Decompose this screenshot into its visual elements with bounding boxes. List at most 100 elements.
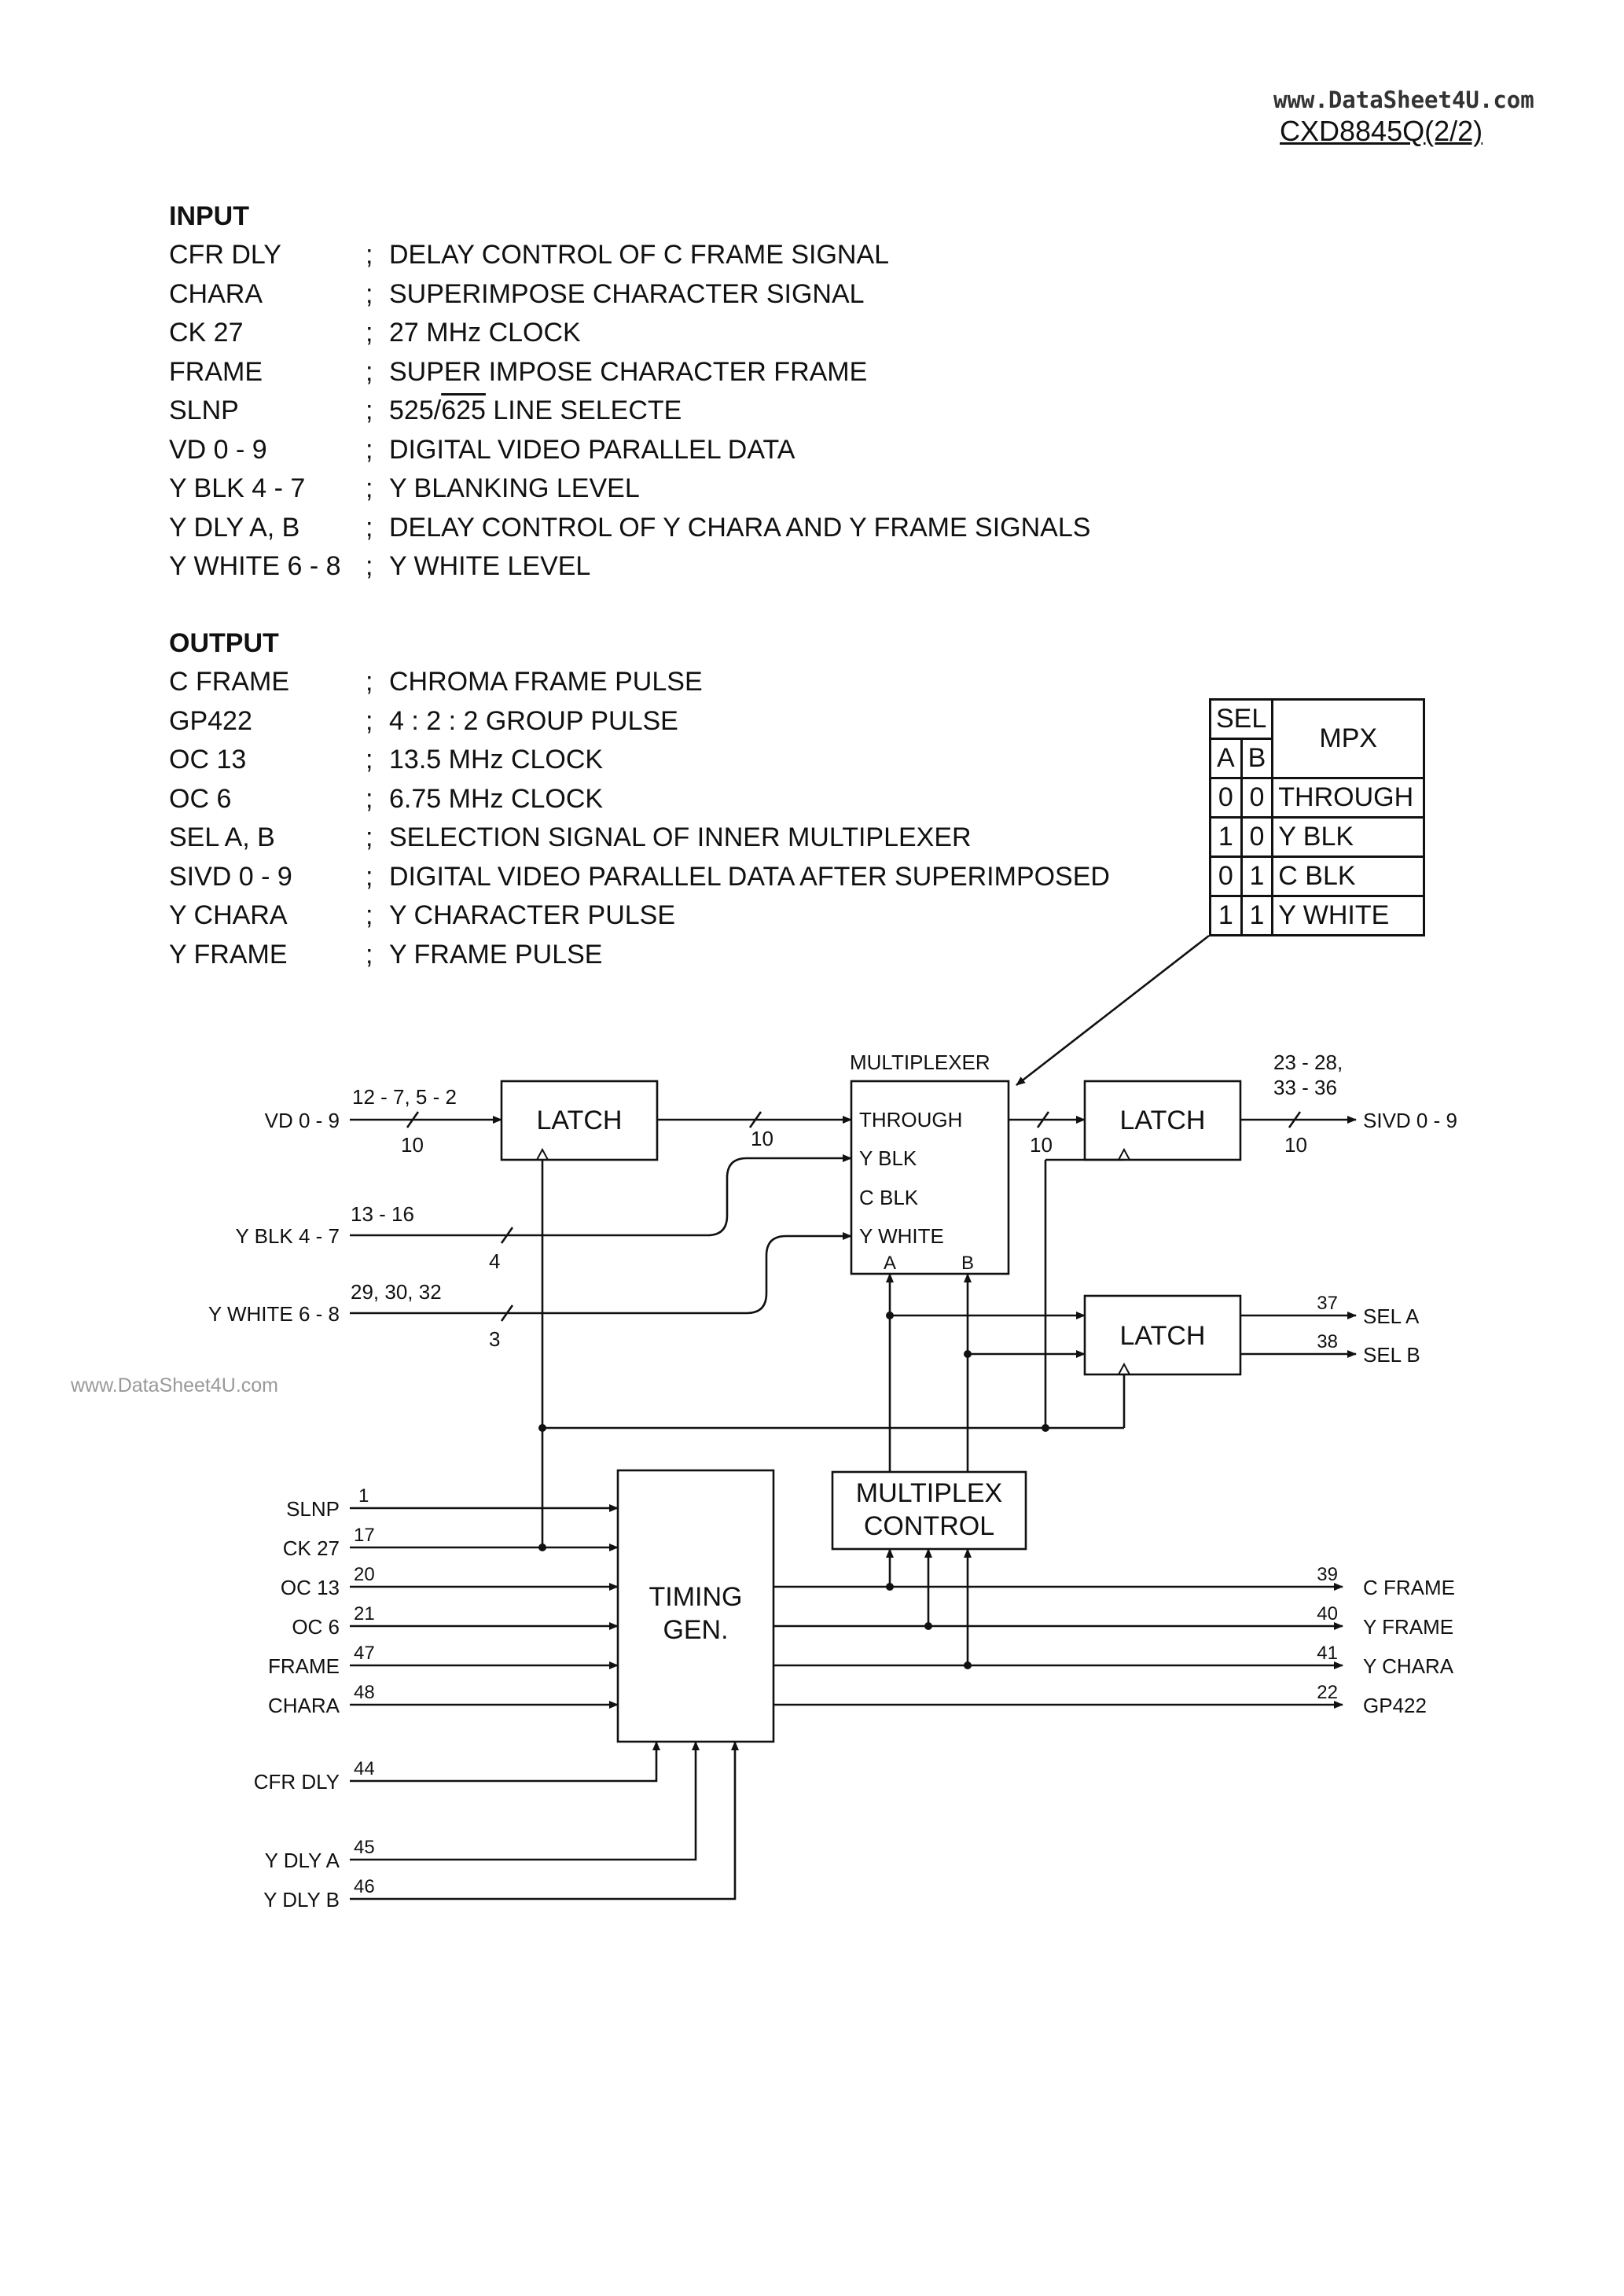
output-selb-name: SEL B: [1363, 1343, 1420, 1367]
mux-port-cblk: C BLK: [859, 1186, 919, 1209]
junction-dot: [924, 1622, 932, 1630]
signal-name: OC 13: [169, 745, 247, 775]
cell-a: 1: [1209, 895, 1243, 936]
signal-description: 4 : 2 : 2 GROUP PULSE: [389, 705, 678, 736]
cell-a: 1: [1209, 816, 1243, 858]
input-yblk-width: 4: [489, 1249, 500, 1273]
input-vd-pins: 12 - 7, 5 - 2: [352, 1085, 457, 1109]
signal-description: CHROMA FRAME PULSE: [389, 667, 703, 697]
input-def-row: FRAME;SUPER IMPOSE CHARACTER FRAME: [169, 356, 868, 387]
input-ywhite-name: Y WHITE 6 - 8: [208, 1302, 340, 1326]
signal-description: DIGITAL VIDEO PARALLEL DATA AFTER SUPERI…: [389, 861, 1110, 892]
output-selb-pin: 38: [1317, 1331, 1338, 1352]
latch-sel-label: LATCH: [1120, 1321, 1206, 1351]
mpx-header: MPX: [1271, 698, 1426, 779]
sel-mpx-truth-table: SEL MPX A B 0 0 THROUGH 1 0 Y BLK 0 1 C …: [1208, 698, 1426, 936]
output-sivd-pins-1: 23 - 28,: [1273, 1050, 1343, 1074]
signal-name: Y FRAME: [169, 939, 288, 970]
mux-port-a: A: [884, 1253, 896, 1274]
mux-port-yblk: Y BLK: [859, 1146, 917, 1170]
input-slnp-name: SLNP: [286, 1497, 340, 1521]
output-definition-list: C FRAME;CHROMA FRAME PULSE GP422;4 : 2 :…: [169, 663, 1110, 974]
signal-name: Y DLY A, B: [169, 512, 300, 543]
signal-description: DELAY CONTROL OF Y CHARA AND Y FRAME SIG…: [389, 512, 1091, 543]
input-vd-name: VD 0 - 9: [265, 1109, 340, 1132]
input-frame-pin: 47: [354, 1643, 375, 1664]
junction-dot: [538, 1424, 546, 1432]
timing-gen-label-2: GEN.: [663, 1615, 728, 1645]
output-def-row: OC 6;6.75 MHz CLOCK: [169, 783, 604, 814]
input-ydlya-pin: 45: [354, 1837, 375, 1858]
table-row: 1 0 Y BLK: [1209, 816, 1426, 858]
signal-description: DELAY CONTROL OF C FRAME SIGNAL: [389, 240, 890, 270]
output-def-row: OC 13;13.5 MHz CLOCK: [169, 745, 604, 775]
input-vd-width: 10: [401, 1133, 424, 1157]
input-def-row: SLNP;525/625 LINE SELECTE: [169, 396, 682, 426]
signal-description: SUPERIMPOSE CHARACTER SIGNAL: [389, 278, 865, 309]
latch-out-label: LATCH: [1120, 1106, 1206, 1135]
output-def-row: Y FRAME;Y FRAME PULSE: [169, 939, 603, 970]
mpx-control-label-1: MULTIPLEX: [856, 1478, 1002, 1508]
multiplexer-title: MULTIPLEXER: [850, 1050, 990, 1074]
bus-width-latch-mux: 10: [751, 1127, 773, 1150]
junction-dot: [1042, 1424, 1049, 1432]
output-gp422-name: GP422: [1363, 1694, 1427, 1717]
sel-header: SEL: [1208, 698, 1274, 740]
input-def-row: CFR DLY;DELAY CONTROL OF C FRAME SIGNAL: [169, 240, 890, 270]
signal-name: FRAME: [169, 356, 263, 387]
cell-b: 0: [1240, 816, 1274, 858]
slnp-525: 525/: [389, 396, 442, 426]
signal-name: SLNP: [169, 396, 239, 426]
cell-a: 0: [1209, 855, 1243, 897]
col-a-header: A: [1209, 738, 1243, 779]
cell-mpx: Y WHITE: [1271, 895, 1426, 936]
input-ydlyb-name: Y DLY B: [263, 1888, 340, 1911]
signal-description: SELECTION SIGNAL OF INNER MULTIPLEXER: [389, 822, 972, 853]
output-def-row: GP422;4 : 2 : 2 GROUP PULSE: [169, 705, 678, 736]
signal-name: VD 0 - 9: [169, 434, 267, 465]
input-def-row: Y DLY A, B;DELAY CONTROL OF Y CHARA AND …: [169, 512, 1091, 543]
input-section-title: INPUT: [169, 201, 249, 231]
cell-mpx: C BLK: [1271, 855, 1426, 897]
signal-description: Y WHITE LEVEL: [389, 551, 591, 582]
signal-description: SUPER IMPOSE CHARACTER FRAME: [389, 356, 868, 387]
input-yblk-pins: 13 - 16: [351, 1202, 414, 1226]
input-frame-name: FRAME: [268, 1654, 340, 1678]
signal-name: GP422: [169, 705, 252, 736]
signal-name: SIVD 0 - 9: [169, 861, 292, 892]
signal-name: Y WHITE 6 - 8: [169, 551, 341, 582]
cell-mpx: Y BLK: [1271, 816, 1426, 858]
signal-description: DIGITAL VIDEO PARALLEL DATA: [389, 434, 795, 465]
signal-name: Y BLK 4 - 7: [169, 473, 306, 504]
output-sivd-width: 10: [1284, 1133, 1307, 1157]
input-oc13-name: OC 13: [281, 1576, 340, 1599]
latch-in-label: LATCH: [537, 1106, 623, 1135]
junction-dot: [886, 1583, 894, 1591]
cell-b: 0: [1240, 777, 1274, 819]
input-cfrdly-name: CFR DLY: [254, 1770, 340, 1794]
signal-description: Y BLANKING LEVEL: [389, 473, 640, 504]
signal-description: 6.75 MHz CLOCK: [389, 783, 604, 814]
output-sela-pin: 37: [1317, 1293, 1338, 1314]
mpx-control-label-2: CONTROL: [864, 1511, 994, 1541]
input-chara-name: CHARA: [268, 1694, 340, 1717]
cell-a: 0: [1209, 777, 1243, 819]
input-def-row: Y BLK 4 - 7;Y BLANKING LEVEL: [169, 473, 640, 504]
output-ychara-name: Y CHARA: [1363, 1654, 1454, 1678]
input-oc6-name: OC 6: [292, 1615, 340, 1639]
junction-dot: [886, 1312, 894, 1319]
input-slnp-pin: 1: [358, 1485, 369, 1507]
output-sela-name: SEL A: [1363, 1304, 1420, 1328]
junction-dot: [964, 1661, 972, 1669]
latch-sel-block: [1083, 1294, 1242, 1376]
part-number: CXD8845Q(2/2): [1280, 115, 1483, 147]
signal-name: C FRAME: [169, 667, 289, 697]
output-section-title: OUTPUT: [169, 628, 279, 658]
input-oc6-pin: 21: [354, 1603, 375, 1624]
col-b-header: B: [1240, 738, 1274, 779]
input-def-row: Y WHITE 6 - 8;Y WHITE LEVEL: [169, 551, 591, 582]
input-definition-list: CFR DLY;DELAY CONTROL OF C FRAME SIGNAL …: [169, 236, 1090, 587]
table-row: 0 1 C BLK: [1209, 855, 1426, 897]
input-ywhite-width: 3: [489, 1327, 500, 1351]
site-watermark-header: www.DataSheet4U.com: [1273, 86, 1534, 113]
